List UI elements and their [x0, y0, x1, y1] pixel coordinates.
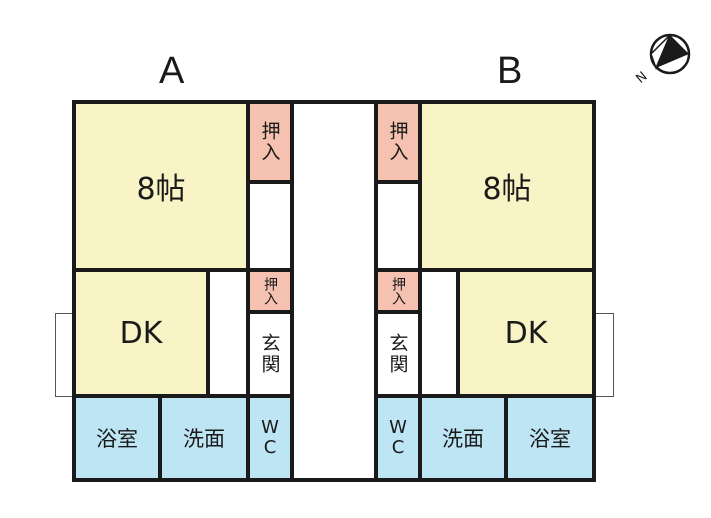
unit-a-dk-label: DK — [119, 315, 163, 351]
unit-a-main-room-label: 8帖 — [136, 172, 186, 207]
unit-b-closet-upper-label: 押入 — [386, 121, 409, 163]
unit-b-closet-lower: 押入 — [374, 268, 422, 314]
unit-b-dk-label: DK — [504, 315, 548, 351]
unit-a-washroom-label: 洗面 — [183, 427, 225, 451]
unit-b-label: B — [497, 50, 523, 92]
unit-a-entrance: 玄関 — [246, 310, 294, 398]
unit-b-wc-label: W C — [389, 417, 407, 458]
unit-b-washroom-label: 洗面 — [442, 427, 484, 451]
compass-north-label: N — [633, 69, 650, 87]
unit-b-main-room-label: 8帖 — [482, 172, 532, 207]
unit-a-closet-upper: 押入 — [246, 100, 294, 184]
unit-b-closet-lower-label: 押入 — [390, 277, 406, 305]
unit-a-main-room: 8帖 — [72, 100, 250, 272]
unit-a-washroom: 洗面 — [158, 394, 250, 482]
unit-a-wc-label: W C — [261, 417, 279, 458]
unit-a-bath-label: 浴室 — [96, 427, 138, 451]
unit-a-closet-lower-label: 押入 — [262, 277, 278, 305]
central-corridor — [290, 100, 378, 482]
compass-icon: N — [633, 33, 691, 87]
unit-b-main-room: 8帖 — [418, 100, 596, 272]
unit-b-dk: DK — [456, 268, 596, 398]
unit-a-entrance-label: 玄関 — [258, 333, 281, 375]
unit-b-bath: 浴室 — [504, 394, 596, 482]
unit-b-closet-upper: 押入 — [374, 100, 422, 184]
unit-a-label: A — [159, 50, 185, 92]
unit-a-storage — [246, 180, 294, 272]
unit-a-dk: DK — [72, 268, 210, 398]
unit-a-kitchen-counter — [206, 268, 250, 398]
unit-b-entrance-label: 玄関 — [386, 333, 409, 375]
unit-b-washroom: 洗面 — [418, 394, 508, 482]
unit-b-entrance: 玄関 — [374, 310, 422, 398]
unit-b-storage — [374, 180, 422, 272]
unit-a-closet-upper-label: 押入 — [258, 121, 281, 163]
unit-a-closet-lower: 押入 — [246, 268, 294, 314]
unit-a-bath: 浴室 — [72, 394, 162, 482]
unit-b-bath-label: 浴室 — [529, 427, 571, 451]
unit-b-wc: W C — [374, 394, 422, 482]
unit-b-kitchen-counter — [418, 268, 460, 398]
unit-a-wc: W C — [246, 394, 294, 482]
